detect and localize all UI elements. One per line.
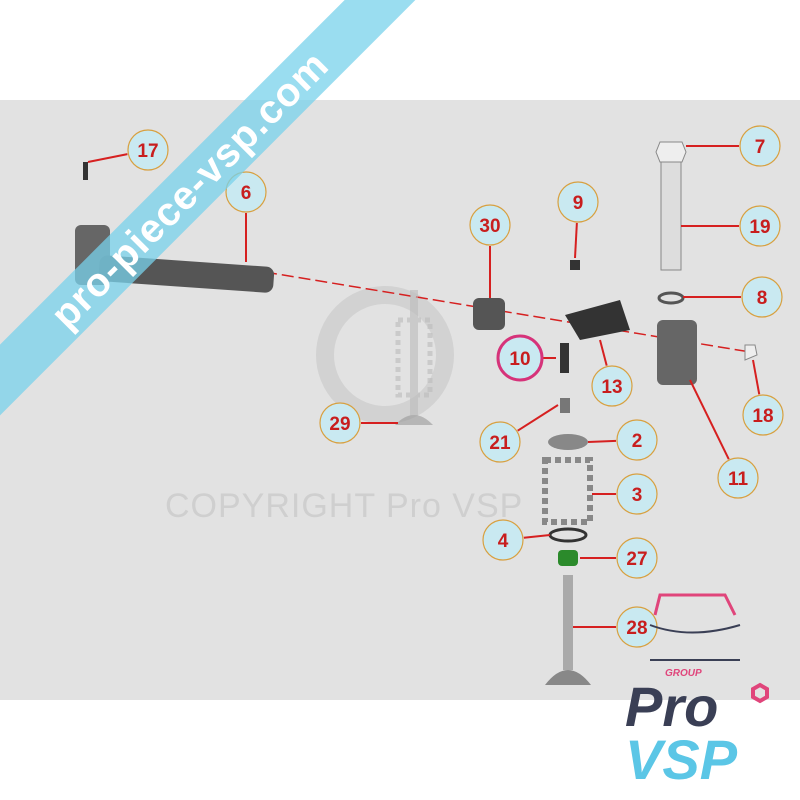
callout-label: 29 [329,414,350,435]
part-pin [83,162,88,180]
callout-21: 21 [479,404,559,463]
callout-9: 9 [557,181,599,259]
callout-bubble [319,402,361,444]
provsp-logo: GROUP Pro VSP [615,668,795,798]
leader-line [87,153,128,163]
part-screw [570,260,580,270]
callout-label: 11 [728,469,749,490]
callout-bubble [482,519,524,561]
callout-10: 10 [496,334,556,382]
part-rocker-arm [565,300,630,340]
callout-28: 28 [573,606,658,648]
part-seat-washer [548,527,588,543]
callout-label: 8 [757,288,768,309]
part-valve [545,575,591,685]
callout-18: 18 [742,359,784,436]
part-nut [655,141,687,163]
logo-group: GROUP [665,668,702,679]
callout-bubble [591,365,633,407]
callout-bubble [739,125,781,167]
callout-bubble [616,473,658,515]
leader-line [599,339,608,366]
callout-bubble [557,181,599,223]
callout-bubble [616,537,658,579]
callout-bubble [479,421,521,463]
callout-label: 7 [755,137,766,158]
callout-27: 27 [580,537,658,579]
callout-label: 2 [632,431,643,452]
callout-6: 6 [225,171,267,262]
callout-8: 8 [683,276,783,318]
leader-line [517,404,559,432]
part-spring [542,457,593,525]
part-adjuster [560,343,569,373]
copyright-symbol [316,286,454,424]
callout-label: 10 [509,349,530,370]
callout-label: 6 [241,183,252,204]
logo-pro: Pro [625,675,719,738]
callout-bubble [225,171,267,213]
part-valve-seal [558,550,578,566]
callout-bubble [127,129,169,171]
part-spring-cap [548,434,588,450]
logo-car-outline [649,593,741,661]
leader-line [574,222,578,259]
callout-2: 2 [587,419,658,461]
part-valve-ghost [395,290,433,425]
callout-label: 21 [489,433,511,454]
part-nut-small [744,344,758,361]
callout-17: 17 [87,129,169,171]
callout-13: 13 [591,339,633,407]
leader-line [587,439,617,443]
callout-bubble [739,205,781,247]
leader-line [752,359,761,395]
callout-label: 4 [498,531,509,552]
copyright-watermark: COPYRIGHT Pro VSP [165,487,524,525]
callout-label: 27 [626,549,647,570]
callout-label: 18 [752,406,773,427]
callout-bubble [496,334,544,382]
callout-bubble [717,457,759,499]
callout-bubble [616,419,658,461]
part-bushing [473,298,505,330]
callout-bubble [742,394,784,436]
leader-line [689,379,730,460]
callout-label: 30 [479,216,500,237]
part-collets [560,398,570,413]
part-support [657,320,697,385]
leader-line [523,534,551,539]
logo-hex-icon [751,682,769,704]
callout-label: 3 [632,485,643,506]
logo-vsp: VSP [625,728,738,791]
callout-label: 9 [573,193,584,214]
callout-bubble [741,276,783,318]
part-washer [657,291,685,305]
callout-7: 7 [686,125,781,167]
callout-11: 11 [689,379,759,499]
callout-label: 13 [601,377,622,398]
part-stud [660,159,682,271]
callout-label: 17 [137,141,158,162]
callout-30: 30 [469,204,511,298]
callout-3: 3 [592,473,658,515]
callout-19: 19 [681,205,781,247]
callout-bubble [469,204,511,246]
callout-4: 4 [482,519,551,561]
callout-label: 19 [749,217,770,238]
callout-label: 28 [626,618,647,639]
callout-29: 29 [319,402,398,444]
